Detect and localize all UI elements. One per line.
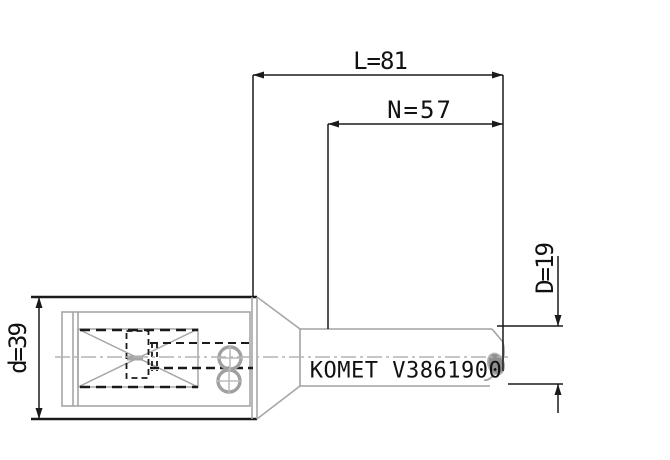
tool-head-outline xyxy=(31,295,257,421)
dimension-label-neck-length: N=57 xyxy=(387,96,453,124)
dimension-label-overall-length: L=81 xyxy=(353,47,408,75)
clamp-screws xyxy=(216,345,243,394)
dimension-head-diameter xyxy=(35,297,43,419)
dimension-neck-length xyxy=(327,120,503,329)
dimension-overall-length xyxy=(252,71,504,371)
head-cross-section-x xyxy=(77,328,199,388)
dimension-label-shank-diameter: D=19 xyxy=(531,244,559,294)
tool-head-inner-lines xyxy=(61,296,301,420)
dimension-shank-diameter xyxy=(497,256,563,413)
brand-part-number-label: KOMET V3861900 xyxy=(309,358,503,384)
dimension-label-head-diameter: d=39 xyxy=(4,324,32,374)
